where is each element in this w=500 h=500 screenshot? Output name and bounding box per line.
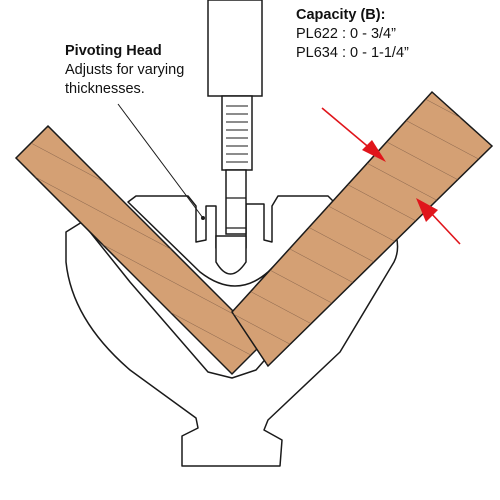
capacity-row-pl634: PL634 : 0 - 1-1/4” (296, 45, 409, 61)
pivoting-head-desc-line1: Adjusts for varying (65, 62, 185, 78)
pivoting-head-title: Pivoting Head (65, 43, 162, 59)
capacity-row-pl622: PL622 : 0 - 3/4” (296, 26, 396, 42)
capacity-arrow-top (321, 107, 386, 162)
screw-thread (226, 105, 248, 163)
pivot-knob (215, 235, 247, 275)
left-wood-board (14, 124, 266, 376)
pivoting-head (127, 195, 337, 287)
pivoting-head-leader-line (117, 103, 204, 219)
capacity-title: Capacity (B): (296, 7, 386, 23)
right-wood-board (231, 90, 494, 368)
capacity-arrow-bottom (416, 198, 461, 245)
pivoting-head-desc-line2: thicknesses. (65, 81, 145, 97)
screw-spindle (207, 0, 263, 235)
